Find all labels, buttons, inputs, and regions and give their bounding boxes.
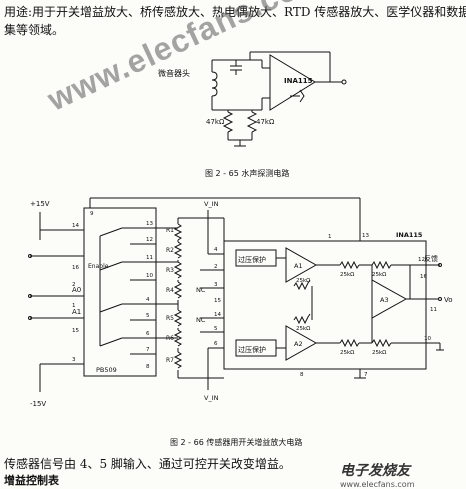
amp-a2: [285, 325, 318, 361]
protection-label-1: 过压保护: [238, 255, 266, 264]
vo-label: Vo: [444, 296, 453, 304]
svg-text:15: 15: [72, 328, 79, 334]
svg-text:7: 7: [364, 372, 368, 378]
svg-text:7: 7: [146, 347, 150, 353]
pb509-label: PB509: [96, 366, 117, 374]
usage-text-continued: 集等领域。: [4, 23, 65, 37]
svg-text:4: 4: [146, 297, 150, 303]
r25k-label-2: 25kΩ: [372, 272, 386, 278]
r25k-label-3: 25kΩ: [340, 350, 354, 356]
subheading: 增益控制表: [4, 474, 59, 487]
r25k-label-5: 25kΩ: [296, 278, 310, 284]
svg-text:1: 1: [328, 234, 332, 240]
feedback-label: 反馈: [424, 254, 438, 263]
pin-numbers: 9 14 13 12 11 10 16 15 3 4 5 6 7 8 1 2 1…: [72, 211, 437, 378]
svg-text:14: 14: [214, 312, 221, 318]
r2-label: R2: [166, 247, 174, 254]
a1-label: A1: [72, 308, 81, 316]
amp-a3: [371, 279, 408, 319]
svg-text:12: 12: [418, 257, 425, 263]
site-logo[interactable]: 电子发烧友 www.elecfans.com: [340, 460, 415, 489]
svg-text:10: 10: [424, 336, 431, 342]
r1-label: R1: [166, 227, 174, 234]
svg-text:4: 4: [214, 247, 218, 253]
svg-text:16: 16: [72, 265, 79, 271]
resistor-label-1: 47kΩ: [206, 118, 225, 126]
logo-text-cn: 电子发烧友: [340, 463, 410, 479]
svg-text:3: 3: [214, 282, 218, 288]
svg-text:5: 5: [214, 326, 218, 332]
usage-text: 用途:用于开关增益放大、桥传感放大、热电偶放大、RTD 传感器放大、医学仪器和数…: [4, 5, 466, 19]
svg-text:9: 9: [90, 211, 94, 217]
ina115-label-small: INA115: [284, 77, 313, 85]
vin-top-label: V_IN: [204, 200, 219, 208]
ina115-box: [223, 240, 427, 370]
pb509-box: [83, 207, 157, 377]
svg-text:13: 13: [362, 233, 369, 239]
r7-label: R7: [166, 357, 174, 364]
svg-text:11: 11: [146, 255, 153, 261]
fig1-caption: 图 2 - 65 水声探测电路: [205, 168, 289, 178]
svg-text:8: 8: [146, 364, 150, 370]
sensor-label: 微音器头: [158, 68, 190, 78]
r25k-label-6: 25kΩ: [296, 326, 310, 332]
nc2-label: NC: [196, 316, 206, 324]
r4-label: R4: [166, 287, 174, 294]
r25k-label-4: 25kΩ: [372, 350, 386, 356]
amp-a1-label: A1: [294, 262, 303, 270]
svg-text:3: 3: [72, 357, 76, 363]
enable-label: Enable: [88, 263, 109, 270]
r25k-label-1: 25kΩ: [340, 272, 354, 278]
svg-text:11: 11: [430, 307, 437, 313]
vin-bottom-label: V_IN: [204, 394, 219, 402]
description-paragraph: 传感器信号由 4、5 脚输入、通过可控开关改变增益。: [4, 457, 291, 471]
svg-text:12: 12: [146, 237, 153, 243]
ina115-label: INA115: [396, 231, 423, 239]
fig2-caption: 图 2 - 66 传感器用开关增益放大电路: [170, 437, 302, 447]
logo-text-en: www.elecfans.com: [340, 480, 415, 489]
svg-text:8: 8: [300, 372, 304, 378]
a0-label: A0: [72, 286, 81, 294]
r6-label: R6: [166, 335, 174, 342]
r3-label: R3: [166, 267, 174, 274]
svg-text:13: 13: [146, 221, 153, 227]
svg-text:10: 10: [146, 273, 153, 279]
svg-text:1: 1: [72, 303, 76, 309]
r5-label: R5: [166, 315, 174, 322]
svg-text:15: 15: [214, 298, 221, 304]
svg-text:6: 6: [146, 331, 150, 337]
amp-a2-label: A2: [294, 340, 303, 348]
svg-text:2: 2: [214, 264, 218, 270]
vminus-label: -15V: [30, 400, 46, 408]
nc1-label: NC: [196, 286, 206, 294]
amp-a1: [285, 247, 318, 283]
svg-text:6: 6: [214, 341, 218, 347]
svg-text:2: 2: [72, 282, 76, 288]
microphone-coil-icon: [211, 71, 218, 97]
vplus-label: +15V: [30, 200, 50, 208]
protection-label-2: 过压保护: [238, 345, 266, 354]
svg-text:14: 14: [72, 223, 79, 229]
resistor-label-2: 47kΩ: [256, 118, 275, 126]
svg-text:16: 16: [420, 274, 427, 280]
amp-a3-label: A3: [380, 296, 389, 304]
svg-text:5: 5: [146, 313, 150, 319]
